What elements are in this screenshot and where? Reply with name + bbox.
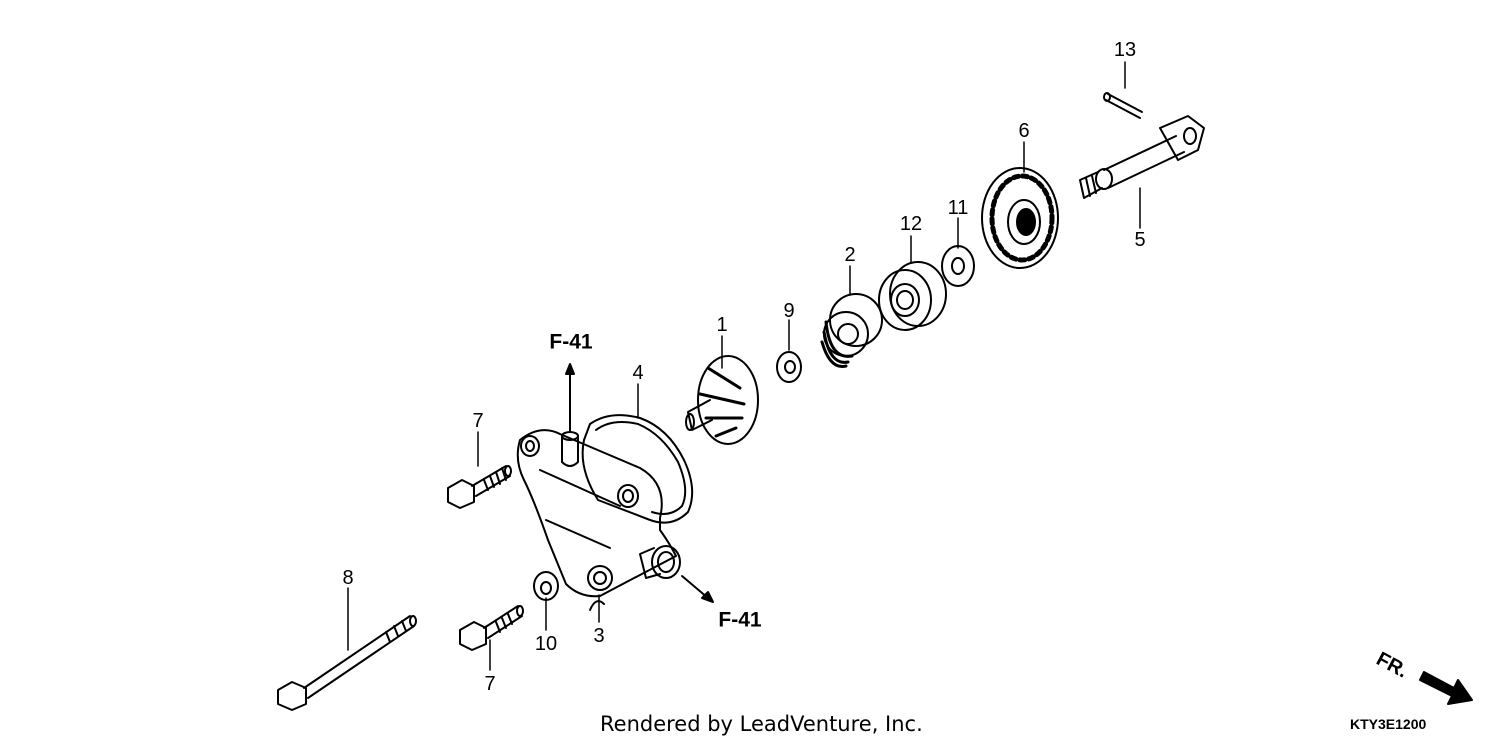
label-part-1: 1 <box>716 314 728 336</box>
front-direction-arrow-icon <box>1419 671 1473 705</box>
part-12-bearing <box>878 261 947 331</box>
render-credit: Rendered by LeadVenture, Inc. <box>600 712 923 736</box>
part-3-pump-cover <box>516 429 681 611</box>
label-part-9: 9 <box>783 300 795 322</box>
label-part-12: 12 <box>899 213 923 235</box>
label-part-4: 4 <box>632 362 644 384</box>
label-part-7-lower: 7 <box>484 673 496 695</box>
part-8-long-bolt <box>277 615 417 711</box>
label-part-10: 10 <box>534 633 558 655</box>
label-part-2: 2 <box>844 244 856 266</box>
label-part-7-upper: 7 <box>472 410 484 432</box>
part-6-gear <box>981 167 1059 269</box>
part-5-shaft <box>1079 115 1205 199</box>
part-10-washer <box>533 571 559 601</box>
label-part-13: 13 <box>1113 39 1137 61</box>
leader-lines <box>347 61 1141 671</box>
reference-label-bottom: F-41 <box>718 608 762 632</box>
reference-label-top: F-41 <box>549 330 593 354</box>
part-11-washer <box>941 245 975 287</box>
reference-arrow-top <box>565 363 575 433</box>
label-part-8: 8 <box>342 567 354 589</box>
part-7-bolt-lower <box>459 605 524 651</box>
diagram-code: KTY3E1200 <box>1350 716 1427 732</box>
label-part-6: 6 <box>1018 120 1030 142</box>
label-part-11: 11 <box>947 197 969 219</box>
part-7-bolt-upper <box>447 465 512 509</box>
part-4-gasket <box>581 414 694 524</box>
part-9-washer <box>776 351 802 383</box>
part-13-pin <box>1103 92 1143 119</box>
part-1-impeller <box>685 355 759 445</box>
part-2-seal <box>820 293 883 368</box>
label-part-3: 3 <box>593 625 605 647</box>
label-part-5: 5 <box>1134 229 1146 251</box>
reference-arrow-bottom <box>681 575 714 603</box>
